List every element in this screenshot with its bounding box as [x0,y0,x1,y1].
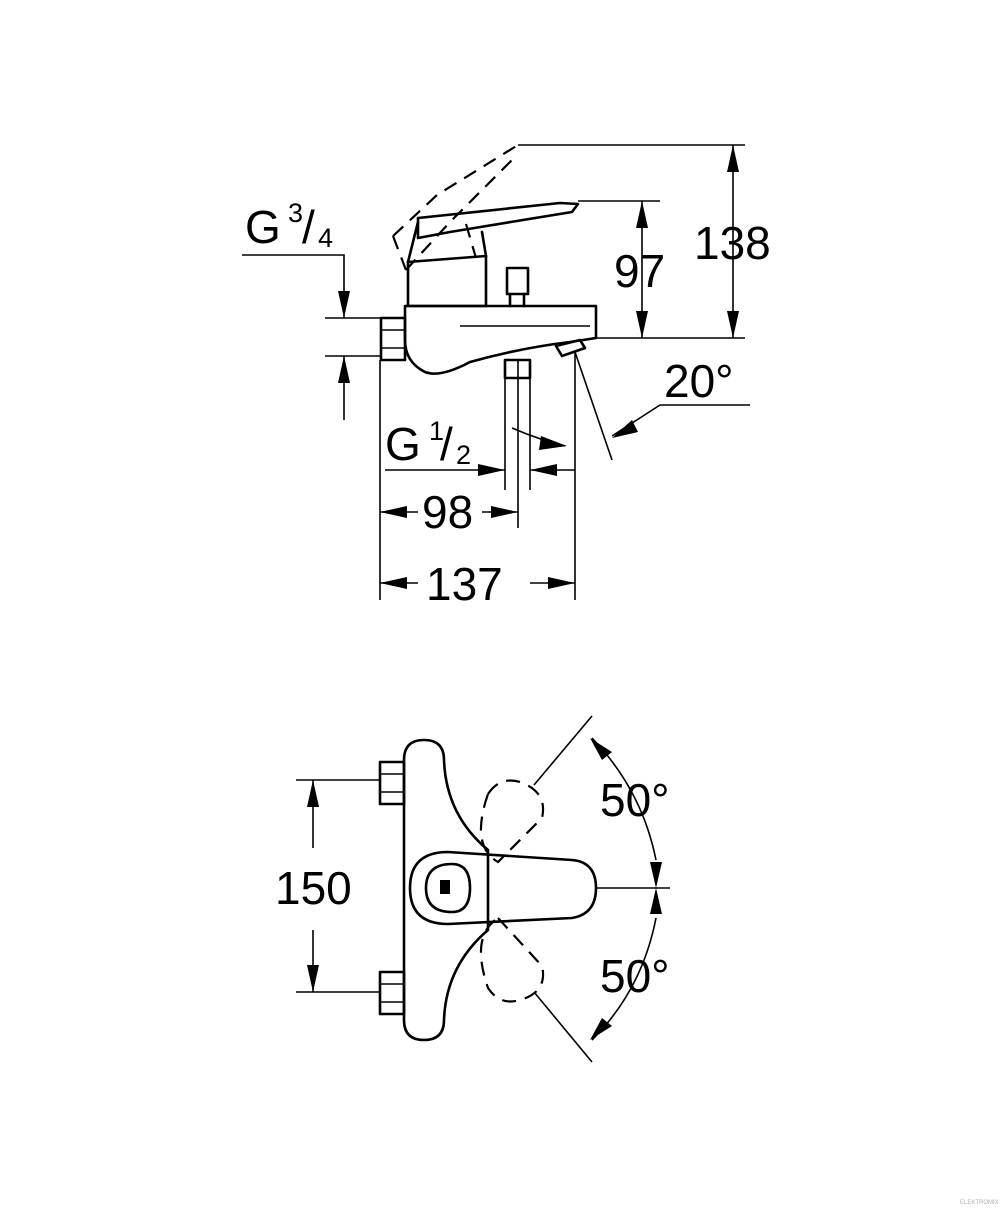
lever-handle [406,201,580,264]
lever-rotated-dashed-outlines [479,779,545,1003]
logo-mark [440,880,450,894]
label-outlet-thread: G 1 / 2 [385,416,471,470]
label-depth-98: 98 [422,486,473,538]
watermark: ELEKTROMIX [960,1200,999,1206]
front-dimension-lines [296,715,670,1063]
outlet-thread-slash: / [440,418,453,470]
front-body-plate [402,738,490,1042]
inlet-thread-slash: / [302,201,315,253]
label-depth-137: 137 [426,558,503,610]
outlet-thread-prefix: G [385,418,421,470]
front-view: 150 50° 50° [275,715,670,1063]
label-height-138: 138 [694,217,771,269]
inlet-thread-numerator: 3 [288,198,303,228]
diverter-knob [505,266,530,308]
label-rotation-left: 50° [600,774,670,826]
aerator [554,338,587,358]
label-height-97: 97 [614,245,665,297]
inlet-thread-denominator: 4 [318,223,333,253]
label-rotation-right: 50° [600,950,670,1002]
outlet-thread-numerator: 1 [429,416,444,446]
inlet-thread-prefix: G [245,201,281,253]
mixer-body-spout [403,304,598,375]
label-inlet-thread: G 3 / 4 [245,198,333,253]
cartridge-body [406,254,488,308]
label-connection-spacing-150: 150 [275,862,352,914]
side-view: G 3 / 4 138 97 20° G 1 / 2 98 137 [242,144,771,610]
upper-connection-nut [378,760,406,806]
lever-front [408,850,598,926]
inlet-nut [379,316,407,362]
lower-connection-nut [378,970,406,1016]
side-arrowheads [338,145,739,589]
front-arrowheads [307,738,662,1040]
label-spout-angle: 20° [664,355,734,407]
outlet-thread-denominator: 2 [456,440,471,470]
